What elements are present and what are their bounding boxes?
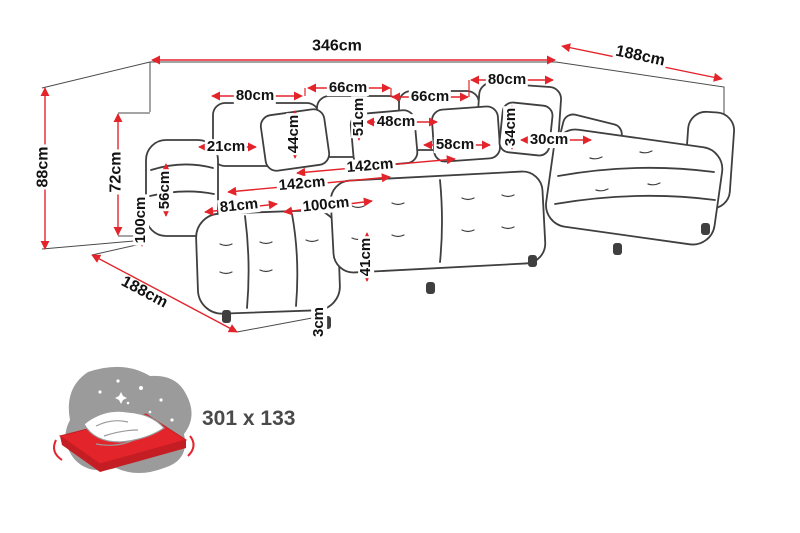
- dim-back-mid-left-66: 66cm: [326, 79, 370, 97]
- dim-back-height-72: 72cm: [107, 149, 126, 195]
- dim-back-mid-right-66: 66cm: [408, 88, 452, 106]
- dim-cushion-48: 48cm: [374, 113, 418, 131]
- sleeping-function-icon: [53, 366, 195, 473]
- left-chaise-seat: [195, 209, 341, 315]
- dim-cushion-34: 34cm: [502, 105, 520, 149]
- dim-leg-height-3: 3cm: [310, 304, 328, 340]
- dim-cushion-58: 58cm: [433, 136, 477, 154]
- fold-arrow-left: [53, 439, 63, 461]
- dim-total-height-88: 88cm: [34, 144, 53, 190]
- dim-back-left-80: 80cm: [233, 87, 277, 105]
- sleeping-area-size: 301 x 133: [202, 407, 296, 430]
- mattress-side: [100, 440, 186, 472]
- dimension-connectors: [304, 80, 470, 97]
- mattress-front: [60, 436, 100, 472]
- dim-chaise-depth-100: 100cm: [132, 194, 150, 246]
- dim-cushion-51: 51cm: [350, 95, 368, 139]
- dim-seat-height-56: 56cm: [156, 168, 174, 212]
- dim-total-width-346: 346cm: [310, 37, 364, 56]
- dim-armrest-21: 21cm: [204, 138, 248, 156]
- dim-back-right-80: 80cm: [485, 71, 529, 89]
- dim-cushion-30: 30cm: [527, 131, 571, 149]
- fold-arrow-right: [187, 435, 195, 457]
- blanket-folds: [95, 420, 139, 446]
- blanket: [83, 410, 165, 443]
- dim-cushion-44: 44cm: [285, 112, 303, 156]
- dim-front-height-41: 41cm: [357, 235, 375, 279]
